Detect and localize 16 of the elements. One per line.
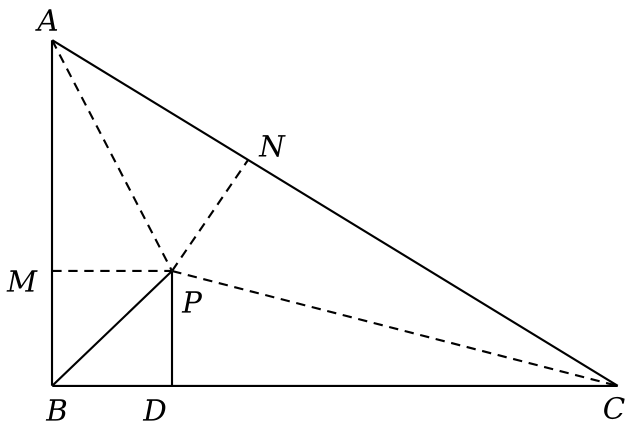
line-segment	[52, 270, 172, 386]
dashed-line	[172, 270, 618, 387]
line-segment	[170, 271, 174, 386]
line-segment	[52, 384, 618, 388]
dashed-line	[52, 270, 172, 272]
line-segment	[52, 39, 618, 387]
line-segment	[50, 40, 54, 386]
point-label: D	[142, 399, 166, 421]
point-label: N	[258, 135, 286, 157]
point-label: C	[604, 396, 625, 420]
point-label: P	[182, 291, 202, 313]
point-label: B	[46, 399, 66, 421]
point-label: M	[6, 270, 38, 292]
point-label: A	[35, 9, 58, 31]
dashed-line	[171, 160, 249, 272]
dashed-line	[51, 40, 173, 272]
